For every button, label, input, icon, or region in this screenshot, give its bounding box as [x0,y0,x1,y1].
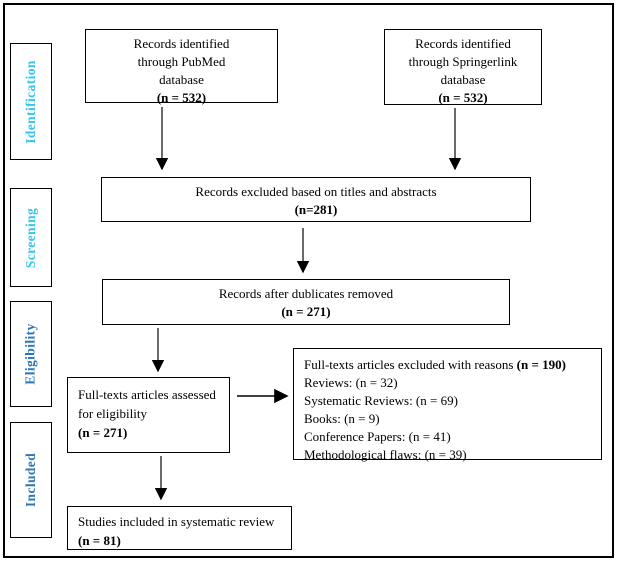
stage-box-screening: Screening [10,188,52,287]
box-count: (n = 532) [438,90,488,105]
box-count: (n = 271) [78,425,128,440]
box-duplicates-removed: Records after dublicates removed (n = 27… [102,279,510,325]
box-count: (n=281) [294,202,338,217]
stage-label-identification: Identification [23,59,39,144]
reason-item: Reviews: (n = 32) [304,375,398,390]
box-text-line: Full-texts articles excluded with reason… [304,356,591,374]
box-text-line: database [440,72,486,87]
stage-box-eligibility: Eligibility [10,301,52,407]
box-text-line: Full-texts articles assessed for eligibi… [78,387,216,421]
reason-item: Books: (n = 9) [304,411,380,426]
box-count: (n = 271) [281,304,331,319]
box-text-line: Studies included in systematic review [78,514,275,529]
reason-item: Methodological flaws: (n = 39) [304,447,467,462]
box-text-line: through Springerlink [408,54,518,69]
box-count: (n = 81) [78,533,121,548]
box-excluded-titles-abstracts: Records excluded based on titles and abs… [101,177,531,222]
box-count: (n = 532) [156,90,207,105]
box-text-line: through PubMed [137,54,226,69]
outer-border [3,3,614,558]
reasons-title: Full-texts articles excluded with reason… [304,357,514,372]
box-text-line: Records after dublicates removed [218,286,394,301]
box-text-line: Records excluded based on titles and abs… [195,184,437,199]
box-fulltext-assessed: Full-texts articles assessed for eligibi… [67,377,230,453]
box-records-springerlink: Records identified through Springerlink … [384,29,542,105]
stage-label-included: Included [23,452,39,508]
box-records-pubmed: Records identified through PubMed databa… [85,29,278,105]
reason-item: Systematic Reviews: (n = 69) [304,393,458,408]
stage-label-screening: Screening [23,207,39,268]
stage-box-included: Included [10,422,52,538]
reason-item: Conference Papers: (n = 41) [304,429,451,444]
stage-box-identification: Identification [10,43,52,160]
box-studies-included: Studies included in systematic review (n… [67,506,292,550]
box-text-line: database [159,72,204,87]
reasons-title-count: (n = 190) [516,357,566,372]
box-text-line: Records identified [133,36,230,51]
box-text-line: Records identified [415,36,511,51]
stage-label-eligibility: Eligibility [23,323,39,385]
box-excluded-reasons: Full-texts articles excluded with reason… [293,348,602,462]
